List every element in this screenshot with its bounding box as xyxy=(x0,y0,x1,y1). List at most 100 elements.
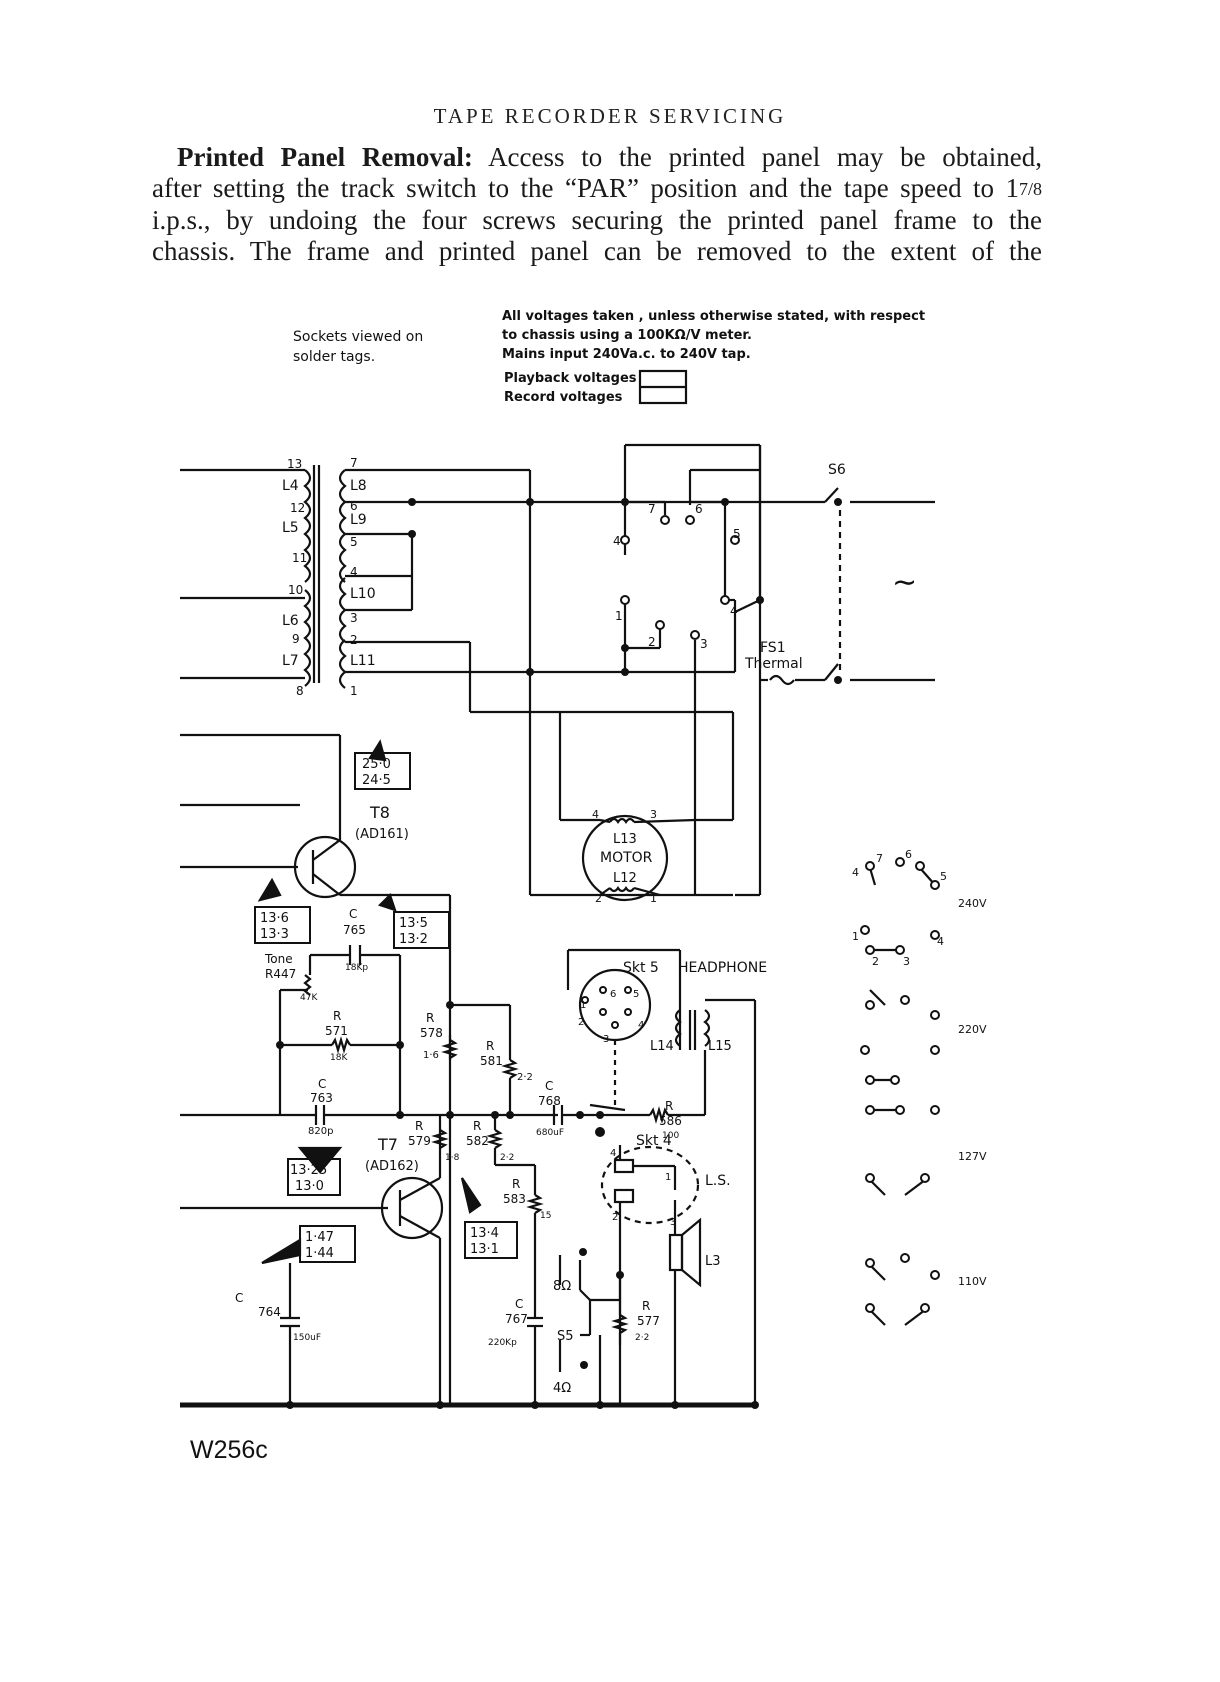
tx-pin-2: 2 xyxy=(350,633,358,647)
r578-resistor xyxy=(441,1039,459,1059)
r582-value: 2·2 xyxy=(500,1153,514,1163)
tx-pin-12: 12 xyxy=(290,501,305,515)
skt5-pin-5: 5 xyxy=(633,989,639,1000)
tx-pin-13: 13 xyxy=(287,457,302,471)
tx-pin-9: 9 xyxy=(292,632,300,646)
r577-prefix: R xyxy=(642,1299,650,1313)
skt5-pin-3: 3 xyxy=(603,1034,609,1045)
c768-value: 680uF xyxy=(536,1128,564,1138)
thermal-label: Thermal xyxy=(744,656,803,672)
c767-value: 220Kp xyxy=(488,1338,517,1348)
tx-l6-label: L6 xyxy=(282,613,299,629)
selector-220v-label: 220V xyxy=(958,1023,987,1036)
t7-transistor-symbol xyxy=(380,1176,444,1240)
skt4-pin-1: 1 xyxy=(665,1172,671,1183)
t7-type: (AD162) xyxy=(365,1159,419,1174)
r571-prefix: R xyxy=(333,1009,341,1023)
r586-value: 100 xyxy=(662,1131,679,1141)
t7-emitter-v-record: 13·1 xyxy=(470,1242,499,1257)
voltage-note-line-1: All voltages taken , unless otherwise st… xyxy=(502,309,925,324)
t7-base-v-record: 13·0 xyxy=(295,1179,324,1194)
selector-110v-label: 110V xyxy=(958,1275,987,1288)
s6-label: S6 xyxy=(828,462,846,478)
tone-potentiometer xyxy=(303,974,312,996)
tx-pin-11: 11 xyxy=(292,551,307,565)
record-voltages-label: Record voltages xyxy=(504,390,623,405)
selector-pin-7: 7 xyxy=(876,852,883,865)
t8-collector-v-record: 24·5 xyxy=(362,773,391,788)
paragraph-line-3: i.p.s., by undoing the four screws secur… xyxy=(152,205,1042,235)
c765-prefix: C xyxy=(349,907,357,921)
c765-value: 18Kp xyxy=(345,963,368,973)
r571-value: 18K xyxy=(330,1053,348,1063)
t8-base-v-playback: 13·6 xyxy=(260,911,289,926)
tx-l8-label: L8 xyxy=(350,478,367,494)
skt4-pin-3: 3 xyxy=(670,1217,676,1228)
skt5-pin-6: 6 xyxy=(610,989,616,1000)
skt5-pin-2: 2 xyxy=(578,1017,584,1028)
tx-l5-label: L5 xyxy=(282,520,299,536)
r579-value: 1·8 xyxy=(445,1153,460,1163)
c763-number: 763 xyxy=(310,1091,333,1105)
l15-coil xyxy=(703,1009,711,1047)
r581-prefix: R xyxy=(486,1039,494,1053)
r582-resistor xyxy=(486,1129,504,1149)
fuse-label: FS1 xyxy=(760,640,786,656)
r586-number: 586 xyxy=(659,1114,682,1128)
s5-4-ohm-label: 4Ω xyxy=(553,1381,571,1396)
c768-prefix: C xyxy=(545,1079,553,1093)
switch-tag-4b: 4 xyxy=(730,604,738,618)
r586-prefix: R xyxy=(665,1099,673,1113)
t8-emitter-v-record: 13·2 xyxy=(399,932,428,947)
c764-prefix: C xyxy=(235,1291,243,1305)
voltage-note-line-2: to chassis using a 100KΩ/V meter. xyxy=(502,328,752,343)
skt5-pin-1: 1 xyxy=(580,1000,586,1011)
s5-8-ohm-label: 8Ω xyxy=(553,1279,571,1294)
r586-resistor xyxy=(649,1106,669,1124)
selector-127v-label: 127V xyxy=(958,1150,987,1163)
skt5-pin-4: 4 xyxy=(638,1020,644,1031)
selector-pin-2: 2 xyxy=(872,955,879,968)
r581-number: 581 xyxy=(480,1054,503,1068)
skt4-speaker-socket xyxy=(600,1145,700,1225)
selector-pin-3: 3 xyxy=(903,955,910,968)
skt4-pin-2: 2 xyxy=(612,1212,618,1223)
paragraph-heading: Printed Panel Removal: xyxy=(177,142,473,172)
skt5-label: Skt 5 xyxy=(623,960,659,976)
playback-voltages-label: Playback voltages xyxy=(504,371,637,386)
motor-label: MOTOR xyxy=(600,850,653,866)
c764-value: 150uF xyxy=(293,1333,321,1343)
input-v-playback: 1·47 xyxy=(305,1230,334,1245)
l14-coil xyxy=(674,1009,682,1047)
paragraph-line-4: chassis. The frame and printed panel can… xyxy=(152,236,1042,266)
l15-label: L15 xyxy=(708,1039,732,1054)
body-paragraph: Printed Panel Removal: Access to the pri… xyxy=(152,142,1042,267)
skt4-pin-4: 4 xyxy=(610,1148,616,1159)
r578-number: 578 xyxy=(420,1026,443,1040)
selector-pin-6: 6 xyxy=(905,848,912,861)
t8-transistor-symbol xyxy=(293,835,357,899)
selector-240v-label: 240V xyxy=(958,897,987,910)
tx-pin-3: 3 xyxy=(350,611,358,625)
sockets-note-line-1: Sockets viewed on xyxy=(293,329,423,345)
r447-value: 47K xyxy=(300,993,318,1003)
r583-value: 15 xyxy=(540,1211,551,1221)
motor-symbol xyxy=(581,814,669,902)
motor-l12-label: L12 xyxy=(613,871,637,886)
switch-tag-3: 3 xyxy=(700,637,708,651)
motor-pin-4: 4 xyxy=(592,808,599,821)
switch-tag-1: 1 xyxy=(615,609,623,623)
t7-name: T7 xyxy=(377,1135,398,1154)
selector-pin-4b: 4 xyxy=(937,935,944,948)
speed-fraction: 7/8 xyxy=(1018,179,1042,199)
r581-resistor xyxy=(501,1059,519,1079)
thermal-fuse xyxy=(769,674,795,686)
r577-resistor xyxy=(611,1314,629,1334)
paragraph-line-2-text: after setting the track switch to the “P… xyxy=(152,173,1019,203)
r577-number: 577 xyxy=(637,1314,660,1328)
tx-l7-label: L7 xyxy=(282,653,299,669)
t7-base-v-playback: 13·25 xyxy=(290,1163,327,1178)
tx-pin-10: 10 xyxy=(288,583,303,597)
r571-number: 571 xyxy=(325,1024,348,1038)
